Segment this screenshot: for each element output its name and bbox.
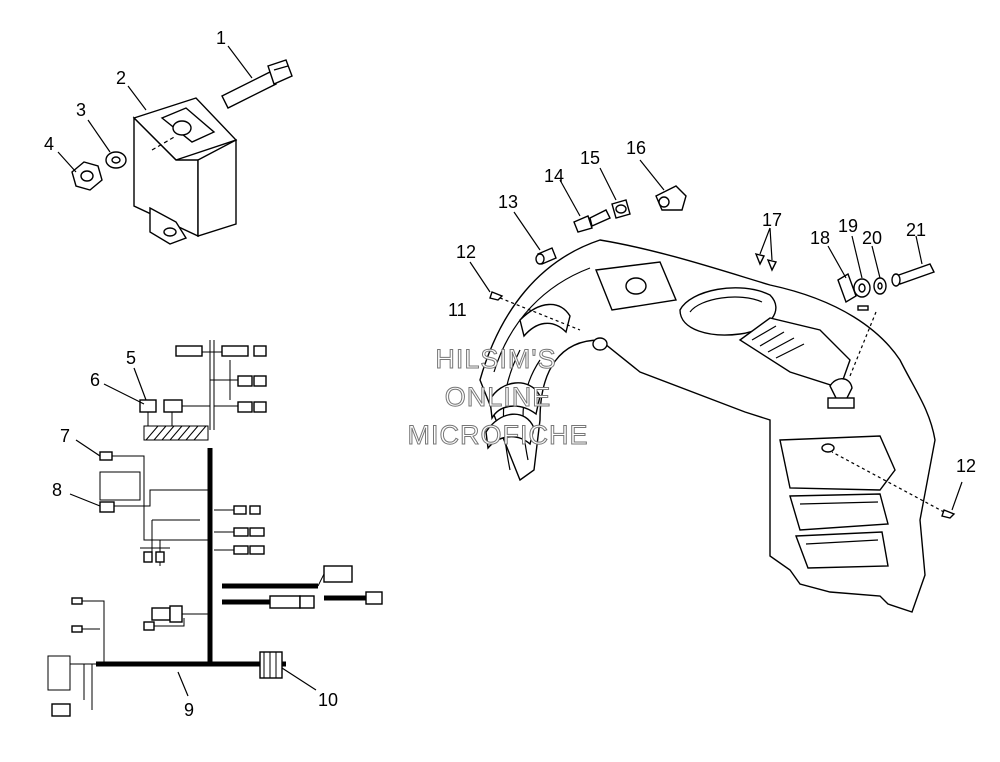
callout-21: 21 bbox=[906, 220, 926, 240]
callout-labels: 1 2 3 4 5 6 7 8 9 10 11 12 12 13 14 15 1… bbox=[44, 28, 976, 720]
watermark-line-2: ONLINE bbox=[445, 382, 552, 412]
callout-12-right: 12 bbox=[956, 456, 976, 476]
callout-5: 5 bbox=[126, 348, 136, 368]
wiring-harness bbox=[47, 340, 383, 717]
callout-9: 9 bbox=[184, 700, 194, 720]
callout-3: 3 bbox=[76, 100, 86, 120]
callout-15: 15 bbox=[580, 148, 600, 168]
callout-14: 14 bbox=[544, 166, 564, 186]
watermark-line-3: MICROFICHE bbox=[408, 420, 589, 450]
callout-13: 13 bbox=[498, 192, 518, 212]
callout-2: 2 bbox=[116, 68, 126, 88]
callout-11: 11 bbox=[448, 300, 467, 320]
electronic-module-assembly bbox=[57, 45, 293, 245]
connector-part-10 bbox=[259, 651, 283, 679]
callout-10: 10 bbox=[318, 690, 338, 710]
nut-part-4 bbox=[71, 161, 103, 191]
module-part-2 bbox=[132, 97, 238, 245]
connector-part-7 bbox=[99, 451, 113, 461]
callout-18: 18 bbox=[810, 228, 830, 248]
dash-panel-assembly bbox=[469, 159, 963, 613]
watermark: HILSIM'S ONLINE MICROFICHE bbox=[407, 344, 589, 451]
washer-part-3 bbox=[105, 151, 127, 169]
watermark-line-1: HILSIM'S bbox=[435, 344, 556, 374]
callout-16: 16 bbox=[626, 138, 646, 158]
callout-8: 8 bbox=[52, 480, 62, 500]
callout-17: 17 bbox=[762, 210, 782, 230]
upper-connector-cluster bbox=[139, 340, 267, 441]
callout-12-left: 12 bbox=[456, 242, 476, 262]
callout-4: 4 bbox=[44, 134, 54, 154]
callout-6: 6 bbox=[90, 370, 100, 390]
bolt-part-1 bbox=[221, 59, 293, 109]
callout-1: 1 bbox=[216, 28, 226, 48]
connector-part-8 bbox=[99, 501, 115, 513]
callout-7: 7 bbox=[60, 426, 70, 446]
callout-20: 20 bbox=[862, 228, 882, 248]
callout-19: 19 bbox=[838, 216, 858, 236]
